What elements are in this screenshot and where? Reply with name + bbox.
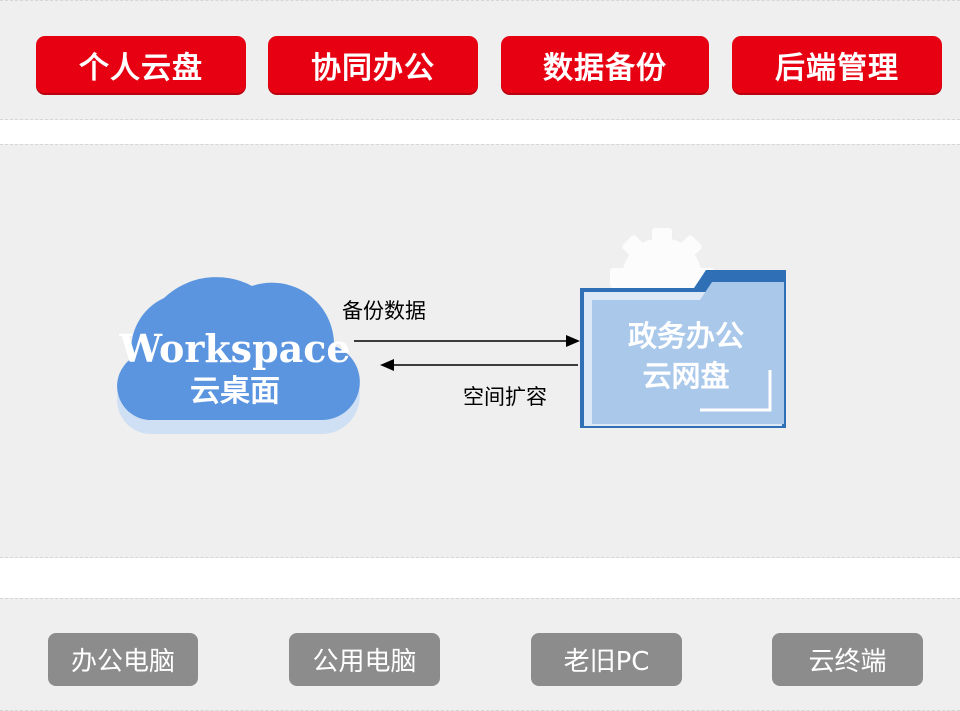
arrow-backup-label: 备份数据 <box>342 299 426 323</box>
folder-icon <box>580 270 786 428</box>
cloud-subtitle: 云桌面 <box>190 374 280 409</box>
cloud-terminal-button[interactable]: 云终端 <box>772 633 923 686</box>
folder-title-line2: 云网盘 <box>642 359 729 393</box>
arrow-expansion-label: 空间扩容 <box>463 385 547 409</box>
folder-title-line1: 政务办公 <box>628 319 744 353</box>
arrow-right-icon <box>354 335 580 347</box>
collaborative-office-button[interactable]: 协同办公 <box>268 36 478 93</box>
legacy-pc-button[interactable]: 老旧PC <box>531 633 682 686</box>
arrow-left-icon <box>380 359 578 371</box>
backend-management-button[interactable]: 后端管理 <box>732 36 942 93</box>
personal-cloud-disk-button[interactable]: 个人云盘 <box>36 36 246 93</box>
data-backup-button[interactable]: 数据备份 <box>501 36 709 93</box>
cloud-title: Workspace <box>118 326 350 371</box>
cloud-icon <box>117 277 360 434</box>
office-pc-button[interactable]: 办公电脑 <box>48 633 198 686</box>
public-pc-button[interactable]: 公用电脑 <box>289 633 440 686</box>
